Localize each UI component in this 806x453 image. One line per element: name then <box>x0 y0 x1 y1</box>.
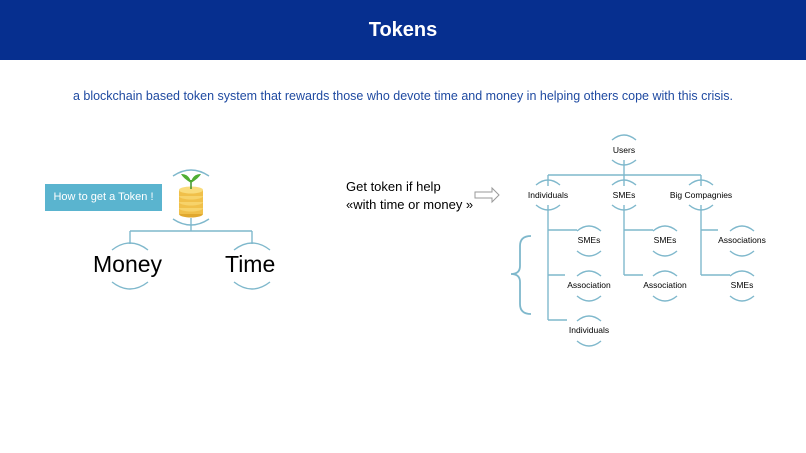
node-individuals-child-smes: SMEs <box>577 235 601 245</box>
node-big-child-smes: SMEs <box>730 280 754 290</box>
page-subtitle: a blockchain based token system that rew… <box>72 89 734 103</box>
branch-money-label: Money <box>93 251 163 277</box>
node-individuals: Individuals <box>527 190 569 200</box>
node-smes: SMEs <box>612 190 636 200</box>
coin-stack-with-sprout-icon <box>179 174 203 218</box>
right-arrow-icon <box>474 186 500 204</box>
node-smes-child-association: Association <box>643 280 687 290</box>
curly-brace-icon <box>510 235 532 315</box>
header-bar: Tokens <box>0 0 806 60</box>
help-description: Get token if help «with time or money » <box>346 178 473 214</box>
page-title: Tokens <box>368 19 438 41</box>
node-smes-child-smes: SMEs <box>653 235 677 245</box>
branch-time-label: Time <box>225 251 276 277</box>
node-big-compagnies: Big Compagnies <box>669 190 733 200</box>
node-individuals-child-individuals: Individuals <box>568 325 610 335</box>
node-individuals-child-association: Association <box>567 280 611 290</box>
node-users: Users <box>612 145 636 155</box>
node-big-child-associations: Associations <box>718 235 766 245</box>
help-text-line-2: «with time or money » <box>346 197 474 212</box>
left-tree-connectors <box>111 169 271 290</box>
how-to-get-token-button[interactable]: How to get a Token ! <box>45 184 162 211</box>
help-text-line-1: Get token if help <box>346 179 441 194</box>
right-tree-connectors <box>535 134 755 347</box>
